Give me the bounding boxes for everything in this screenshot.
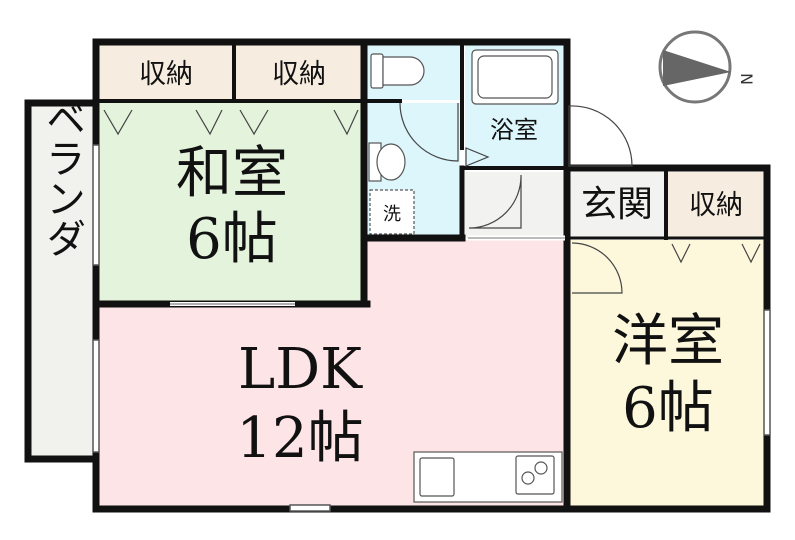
washitsu-size: 6帖 [186, 207, 278, 272]
washer-space-icon [369, 189, 415, 235]
bathtub-icon [471, 49, 559, 105]
closet-1-door-marks [103, 109, 223, 136]
window-balcony-upper [92, 144, 100, 266]
window-balcony-lower [92, 339, 100, 453]
washer-label: 洗 [383, 204, 401, 225]
youshitsu-area [569, 240, 765, 507]
closet-2-door-marks [239, 109, 359, 136]
windows [92, 144, 771, 512]
closet-1-area [98, 44, 232, 100]
washitsu-name: 和室 [176, 141, 288, 206]
window-bottom [289, 504, 331, 512]
closet-2-label: 収納 [272, 59, 326, 90]
doors [103, 102, 761, 294]
balcony-area [30, 105, 96, 457]
bath-label: 浴室 [490, 116, 538, 144]
sink-icon [368, 142, 406, 182]
wash-door-swing [399, 102, 459, 162]
youshitsu-size: 6帖 [622, 376, 714, 441]
compass-label: N [737, 73, 756, 85]
youshitsu-door-swing [571, 242, 623, 294]
washitsu-area [98, 103, 362, 302]
toilet-icon [370, 53, 425, 89]
ldk-size: 12帖 [236, 406, 363, 471]
entrance-label: 玄関 [581, 184, 653, 225]
outer-wall [92, 38, 771, 513]
entrance-area [569, 172, 665, 238]
closet-1-label: 収納 [139, 59, 193, 90]
labels: 収納 収納 収納 和室 6帖 LDK 12帖 洋室 6帖 浴室 玄関 洗 ベラン… [39, 59, 743, 471]
hall-door-swing [468, 174, 522, 229]
north-arrow-icon [663, 50, 731, 86]
window-right [763, 309, 771, 436]
fixtures [368, 49, 563, 503]
compass: N [658, 30, 756, 104]
bath-door [465, 147, 490, 167]
ldk-name: LDK [238, 337, 363, 402]
closet-3-label: 収納 [689, 190, 743, 221]
entrance-door-swing [568, 105, 633, 167]
closet-3-door-marks [671, 243, 761, 264]
balcony-wall [24, 99, 100, 463]
youshitsu-name: 洋室 [612, 309, 724, 374]
closet-3-area [667, 172, 765, 238]
closet-2-area [235, 44, 362, 100]
balcony-label: ベランダ [39, 98, 85, 258]
kitchen-counter-icon [413, 451, 563, 503]
